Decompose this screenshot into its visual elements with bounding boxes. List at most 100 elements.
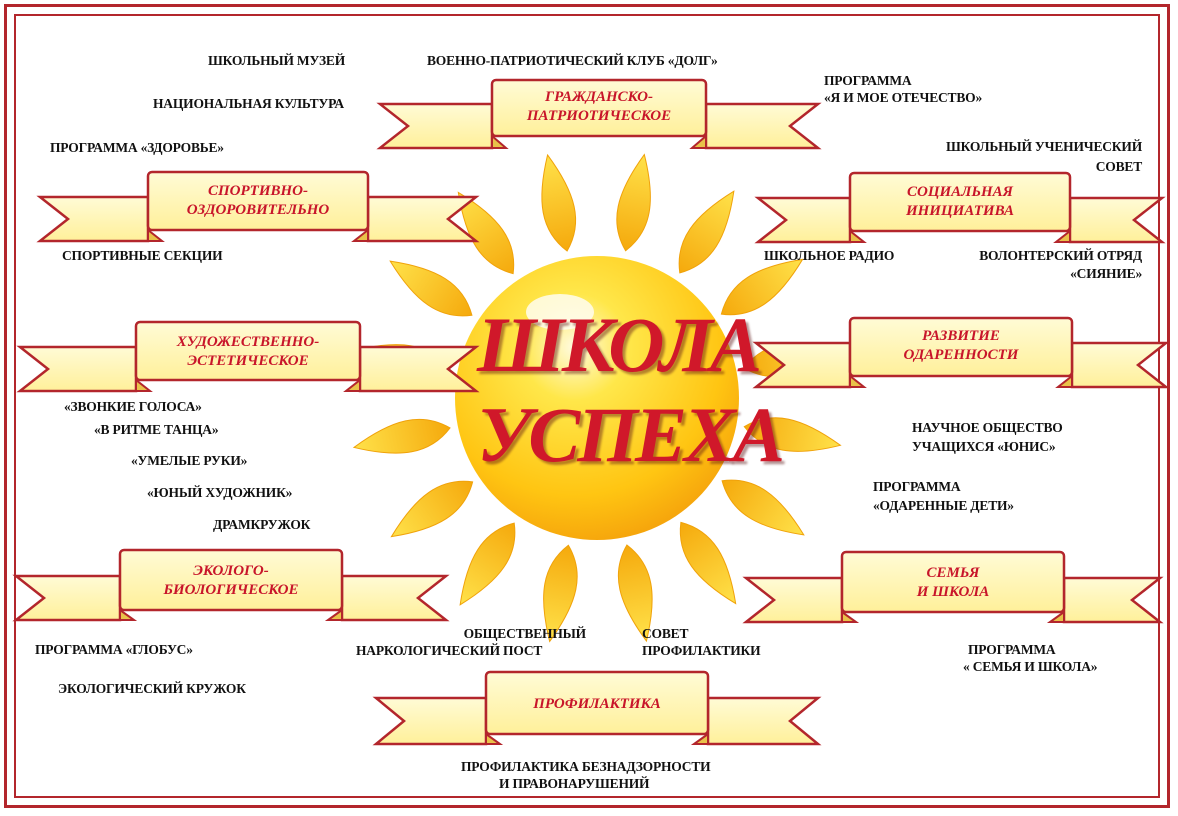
sun-ray xyxy=(459,522,516,606)
banner-eco-line-1: ЭКОЛОГО- xyxy=(193,563,269,579)
banner-sport-right-fold xyxy=(351,227,369,242)
banner-family-line-1: СЕМЬЯ xyxy=(926,565,980,581)
sun-ray xyxy=(743,417,842,452)
banner-civic-right-tail xyxy=(704,102,822,150)
banner-gifted-line-2: ОДАРЕННОСТИ xyxy=(903,347,1019,363)
label-dance: «В РИТМЕ ТАНЦА» xyxy=(94,422,219,437)
label-council-1: ШКОЛЬНЫЙ УЧЕНИЧЕСКИЙ xyxy=(946,139,1142,154)
label-fatherland-2: «Я И МОЕ ОТЕЧЕСТВО» xyxy=(824,90,983,105)
label-society-2: УЧАЩИХСЯ «ЮНИС» xyxy=(912,439,1056,454)
label-familyprog-1: ПРОГРАММА xyxy=(968,642,1056,657)
banner-social-left-tail xyxy=(754,196,852,244)
banner-civic-text: ГРАЖДАНСКО- ПАТРИОТИЧЕСКОЕ xyxy=(492,88,706,126)
label-museum: ШКОЛЬНЫЙ МУЗЕЙ xyxy=(208,53,346,68)
banner-prevent-left-fold xyxy=(485,732,504,745)
banner-gifted xyxy=(752,316,1170,389)
banner-eco-left-tail xyxy=(12,574,122,622)
banner-gifted-left-fold xyxy=(849,373,867,388)
banner-social-text: СОЦИАЛЬНАЯ ИНИЦИАТИВА xyxy=(850,183,1070,221)
sun-highlight xyxy=(526,294,594,330)
label-drama: ДРАМКРУЖОК xyxy=(213,517,311,532)
title-line-1: ШКОЛА xyxy=(477,301,762,388)
banner-eco xyxy=(12,548,450,622)
banner-social-line-2: ИНИЦИАТИВА xyxy=(905,203,1015,219)
label-radio: ШКОЛЬНОЕ РАДИО xyxy=(764,248,895,263)
banner-art-text: ХУДОЖЕСТВЕННО- ЭСТЕТИЧЕСКОЕ xyxy=(136,333,360,371)
banner-sport-line-1: СПОРТИВНО- xyxy=(208,183,308,199)
label-neglect-1: ПРОФИЛАКТИКА БЕЗНАДЗОРНОСТИ xyxy=(461,759,711,774)
banner-social xyxy=(754,171,1166,244)
label-giftedprog-1: ПРОГРАММА xyxy=(873,479,961,494)
sun-ray xyxy=(352,418,451,454)
label-familyprog-2: « СЕМЬЯ И ШКОЛА» xyxy=(963,659,1098,674)
banner-art-left-tail xyxy=(16,345,138,393)
banner-gifted-line-1: РАЗВИТИЕ xyxy=(922,328,1000,344)
banner-civic-left-tail xyxy=(376,102,494,150)
banner-prevent-panel xyxy=(484,670,710,736)
sun-ray xyxy=(390,480,474,538)
banner-art-right-fold xyxy=(343,377,361,392)
label-narco-2: НАРКОЛОГИЧЕСКИЙ ПОСТ xyxy=(356,643,543,658)
banner-family-right-tail xyxy=(1062,576,1164,624)
banner-civic-left-fold xyxy=(491,133,509,149)
label-prevcouncil-2: ПРОФИЛАКТИКИ xyxy=(642,643,761,658)
label-sections: СПОРТИВНЫЕ СЕКЦИИ xyxy=(62,248,223,263)
banner-family-line-2: И ШКОЛА xyxy=(916,584,990,600)
outer-frame xyxy=(4,4,1170,808)
banner-social-panel xyxy=(848,171,1072,233)
banner-civic-panel xyxy=(490,78,708,138)
label-volunteer-1: ВОЛОНТЕРСКИЙ ОТРЯД xyxy=(979,248,1142,263)
label-fatherland-1: ПРОГРАММА xyxy=(824,73,912,88)
banner-gifted-right-tail xyxy=(1070,341,1170,389)
banner-art-line-1: ХУДОЖЕСТВЕННО- xyxy=(176,334,320,350)
banner-prevent xyxy=(372,670,822,746)
banner-sport-left-fold xyxy=(147,227,165,242)
label-voices: «ЗВОНКИЕ ГОЛОСА» xyxy=(64,399,202,414)
banner-art-left-fold xyxy=(135,377,153,392)
label-health: ПРОГРАММА «ЗДОРОВЬЕ» xyxy=(50,140,224,155)
sun-ray xyxy=(457,191,515,275)
banner-family-right-fold xyxy=(1046,610,1065,623)
banner-eco-left-fold xyxy=(119,608,138,621)
banner-social-right-fold xyxy=(1053,228,1071,243)
label-globe: ПРОГРАММА «ГЛОБУС» xyxy=(35,642,193,657)
banner-eco-line-2: БИОЛОГИЧЕСКОЕ xyxy=(163,582,299,598)
banner-eco-right-tail xyxy=(340,574,450,622)
label-hands: «УМЕЛЫЕ РУКИ» xyxy=(131,453,248,468)
banner-social-right-tail xyxy=(1068,196,1166,244)
banner-gifted-text: РАЗВИТИЕ ОДАРЕННОСТИ xyxy=(850,327,1072,365)
sun-ray xyxy=(616,153,651,252)
banner-prevent-left-tail xyxy=(372,696,488,746)
banner-sport xyxy=(36,170,480,243)
banner-prevent-right-fold xyxy=(690,732,709,745)
sun-ray xyxy=(679,521,737,605)
sun-ray xyxy=(541,153,577,252)
banner-prevent-right-tail xyxy=(706,696,822,746)
label-artist: «ЮНЫЙ ХУДОЖНИК» xyxy=(147,485,293,500)
label-prevcouncil-1: СОВЕТ xyxy=(642,626,689,641)
label-club: ВОЕННО-ПАТРИОТИЧЕСКИЙ КЛУБ «ДОЛГ» xyxy=(427,53,718,68)
label-ecocircle: ЭКОЛОГИЧЕСКИЙ КРУЖОК xyxy=(58,681,246,696)
sun-ray xyxy=(617,544,653,643)
label-giftedprog-2: «ОДАРЕННЫЕ ДЕТИ» xyxy=(873,498,1014,513)
banner-eco-right-fold xyxy=(324,608,343,621)
banner-family xyxy=(742,550,1164,624)
sun-ray xyxy=(389,260,473,317)
label-society-1: НАУЧНОЕ ОБЩЕСТВО xyxy=(912,420,1063,435)
banner-sport-line-2: ОЗДОРОВИТЕЛЬНО xyxy=(186,202,330,218)
title-line-2: УСПЕХА xyxy=(477,391,785,478)
label-volunteer-2: «СИЯНИЕ» xyxy=(1070,266,1142,281)
banner-civic-line-2: ПАТРИОТИЧЕСКОЕ xyxy=(526,108,672,124)
banner-civic xyxy=(376,78,822,150)
banner-family-left-fold xyxy=(841,610,860,623)
sun-ray xyxy=(543,544,578,643)
banner-prevent-line-1: ПРОФИЛАКТИКА xyxy=(533,696,661,712)
banner-art-panel xyxy=(134,320,362,382)
banner-sport-panel xyxy=(146,170,370,232)
banner-eco-text: ЭКОЛОГО- БИОЛОГИЧЕСКОЕ xyxy=(120,562,342,600)
banner-civic-line-1: ГРАЖДАНСКО- xyxy=(545,89,653,105)
banner-prevent-text: ПРОФИЛАКТИКА xyxy=(486,695,708,714)
label-culture: НАЦИОНАЛЬНАЯ КУЛЬТУРА xyxy=(153,96,344,111)
